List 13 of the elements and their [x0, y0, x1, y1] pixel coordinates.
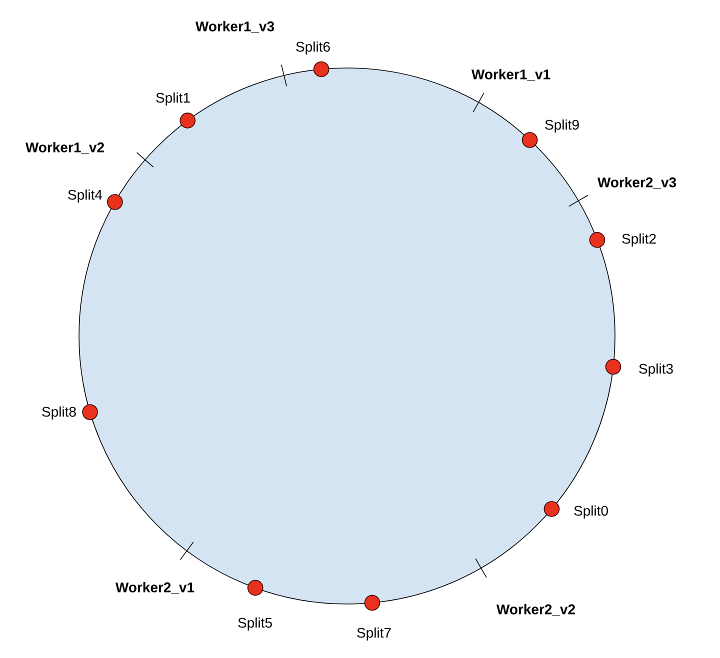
point-label: Split6 [296, 41, 330, 54]
point-label: Worker2_v3 [597, 177, 676, 189]
point-label: Split9 [545, 119, 579, 132]
point-label: Split4 [68, 189, 102, 202]
point-label: Worker1_v3 [195, 21, 274, 33]
point-label: Split3 [639, 363, 673, 376]
point-label: Split0 [574, 505, 608, 518]
point-label: Worker1_v1 [471, 69, 550, 81]
point-label: Worker1_v2 [25, 142, 104, 154]
point-label: Split5 [238, 617, 272, 630]
point-label: Worker2_v1 [115, 582, 194, 594]
point-label: Split7 [357, 627, 391, 640]
point-label: Split1 [156, 92, 190, 106]
